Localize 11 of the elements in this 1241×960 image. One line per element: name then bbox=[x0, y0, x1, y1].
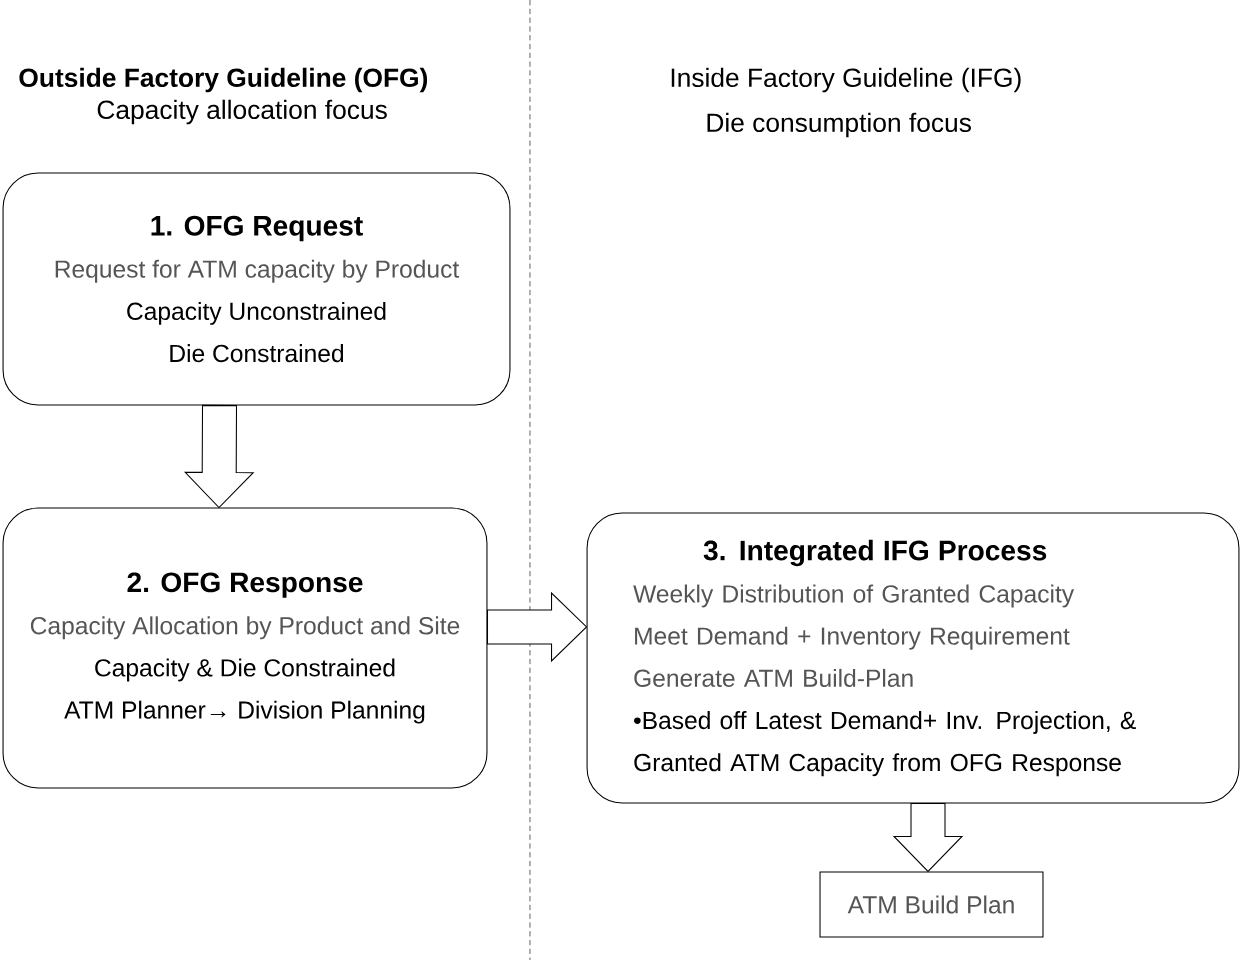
process-box: 3. Integrated IFG Process Weekly Distribution of Granted Capacity Meet Demand + Inventory Requirement Generate ATM Build-Plan •Based off Latest Demand+ Inv. Projection, & Granted ATM Capacity from OFG Response bbox=[586, 512, 1240, 804]
heading-text: Inside Factory Guideline (IFG) bbox=[671, 67, 1021, 93]
process-box: 1. OFG Request Request for ATM capacity by Product Capacity Unconstrained Die Constrained bbox=[2, 172, 511, 406]
process-box: 2. OFG Response Capacity Allocation by Product and Site Capacity & Die Constrained ATM Planner→ Division Planning bbox=[2, 507, 488, 789]
output-box: ATM Build Plan bbox=[819, 871, 1044, 938]
block-arrow bbox=[183, 404, 255, 509]
block-arrow bbox=[486, 591, 588, 663]
block-arrow bbox=[892, 802, 964, 873]
heading-text: Capacity allocation focus bbox=[97, 99, 387, 125]
heading-text: Die consumption focus bbox=[707, 112, 971, 138]
heading-text: Outside Factory Guideline (OFG) bbox=[19, 67, 428, 93]
